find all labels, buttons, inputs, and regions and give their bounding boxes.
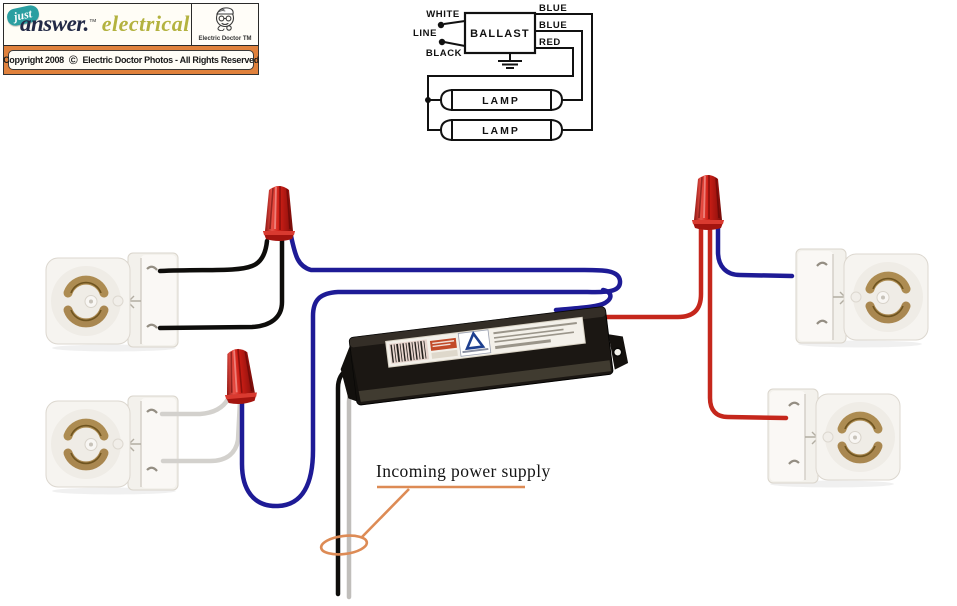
copyright-banner: Copyright 2008 © Electric Doctor Photos … (3, 46, 259, 75)
schematic-junction-dot (425, 97, 431, 103)
white-wire-upper (159, 396, 231, 417)
label-line: LINE (413, 28, 437, 39)
copyright-owner: Electric Doctor Photos - All Rights Rese… (82, 55, 259, 65)
electric-doctor-badge: Electric Doctor TM (191, 4, 258, 45)
blue-wire-main (239, 233, 623, 509)
annotation-pointer-line (360, 488, 410, 539)
red-wire-lower-right (707, 221, 789, 421)
annotation-ellipse (319, 534, 369, 556)
label-black: BLACK (426, 48, 462, 59)
black-wire-lower (157, 235, 285, 331)
ground-symbol (498, 53, 522, 69)
label-blue-1: BLUE (539, 3, 567, 14)
doctor-face-icon (215, 7, 235, 32)
tombstone-upper-left (46, 253, 178, 352)
wire-nut-right (692, 175, 724, 230)
ballast-photo (340, 306, 629, 406)
copyright-year: Copyright 2008 (3, 55, 64, 65)
wire-nut-upper-left (263, 186, 295, 241)
label-red: RED (539, 37, 561, 48)
incoming-power-label: Incoming power supply (376, 461, 551, 481)
line-terminal-dot-black (438, 38, 446, 46)
ballast-schematic (425, 11, 593, 141)
incoming-white-wire (346, 379, 365, 600)
schematic-ballast-box (463, 11, 537, 55)
label-blue-2: BLUE (539, 20, 567, 31)
trademark-symbol: ™ (88, 17, 97, 27)
wire-nut-lower-left (221, 348, 258, 406)
line-terminal-dot-white (437, 21, 445, 29)
schematic-lamp-2 (439, 119, 564, 141)
blue-wire-upper-right (715, 221, 795, 279)
ballast-label (385, 316, 586, 368)
brand-wordmark: answer.™ electrical (20, 11, 190, 37)
label-lamp-1: LAMP (482, 95, 520, 107)
white-wire-lower (160, 398, 243, 464)
copyright-symbol: © (68, 53, 78, 67)
schematic-blue1-run (535, 13, 593, 131)
schematic-blue2-run (535, 30, 583, 101)
label-lamp-2: LAMP (482, 125, 520, 137)
copyright-text: Copyright 2008 © Electric Doctor Photos … (3, 50, 259, 70)
label-ballast: BALLAST (470, 28, 530, 40)
electrical-text: electrical (101, 11, 190, 36)
tombstone-lower-left (46, 396, 178, 495)
black-wire-upper (157, 238, 270, 274)
incoming-annotation (319, 485, 525, 556)
schematic-red-run (427, 47, 574, 131)
tombstone-upper-right (796, 249, 928, 348)
ballast-brand-logo (457, 329, 492, 357)
doctor-label: Electric Doctor TM (198, 36, 252, 42)
label-white: WHITE (426, 9, 460, 20)
tombstone-lower-right (768, 389, 900, 488)
red-wire-ballast (585, 221, 704, 320)
answer-text: answer. (20, 11, 89, 36)
schematic-lamp-1 (439, 89, 564, 111)
